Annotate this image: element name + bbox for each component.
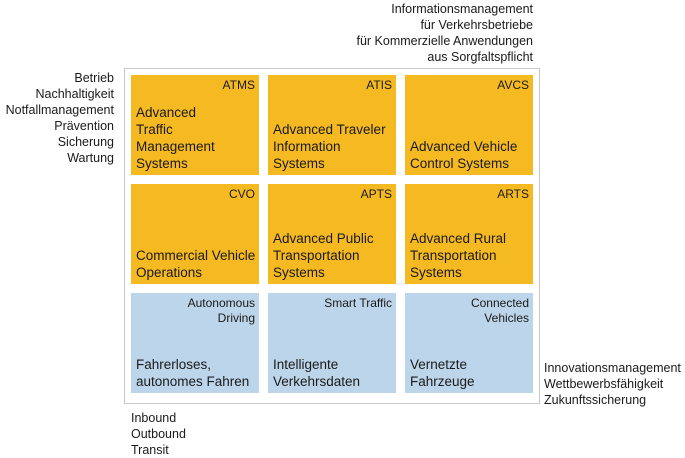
top-axis-line: aus Sorgfaltspflicht xyxy=(427,50,533,64)
right-axis-line: Wettbewerbsfähigkeit xyxy=(544,377,664,391)
top-axis-line: für Kommerzielle Anwendungen xyxy=(356,34,534,48)
tile-name-line: Fahrerloses, xyxy=(136,357,212,372)
right-axis-line: Innovationsmanagement xyxy=(544,361,681,375)
tile-abbreviation-line: ATIS xyxy=(366,78,392,92)
tile-abbreviation: Smart Traffic xyxy=(324,296,392,311)
top-axis-line: für Verkehrsbetriebe xyxy=(420,18,533,32)
tile-name-line: Information xyxy=(273,139,341,154)
left-axis-line: Wartung xyxy=(67,151,114,165)
tile-abbreviation: CVO xyxy=(229,187,255,202)
tile-abbreviation: AVCS xyxy=(497,78,529,93)
left-axis-line: Notfallmanagement xyxy=(5,103,114,117)
tile-name-line: Advanced Public xyxy=(273,231,374,246)
tile-name-line: Systems xyxy=(273,265,325,280)
left-axis-line: Prävention xyxy=(54,119,114,133)
tile-name-line: Management xyxy=(136,139,215,154)
tile-name-line: Systems xyxy=(410,265,462,280)
top-axis-label: Informationsmanagement für Verkehrsbetri… xyxy=(357,1,534,65)
tile-abbreviation-line: Vehicles xyxy=(484,311,529,325)
left-axis-label: Betrieb Nachhaltigkeit Notfallmanagement… xyxy=(6,70,114,166)
tile-abbreviation-line: APTS xyxy=(360,187,392,201)
tile-abbreviation-line: AVCS xyxy=(497,78,529,92)
left-axis-line: Sicherung xyxy=(57,135,114,149)
tile-name-line: Control Systems xyxy=(410,156,510,171)
bottom-axis-line: Outbound xyxy=(131,427,186,441)
tile-abbreviation-line: Connected xyxy=(470,296,529,310)
tile-abbreviation-line: ATMS xyxy=(222,78,255,92)
tile-name-line: Intelligente xyxy=(273,357,339,372)
tile-abbreviation: APTS xyxy=(361,187,392,202)
tile-name-line: Advanced Vehicle xyxy=(410,139,518,154)
tile-name-line: Systems xyxy=(136,156,188,171)
tile-name-line: Transportation xyxy=(273,248,360,263)
right-axis-line: Zukunftssicherung xyxy=(544,393,647,407)
tile-name-line: Transportation xyxy=(410,248,497,263)
tile-abbreviation: ARTS xyxy=(497,187,529,202)
top-axis-line: Informationsmanagement xyxy=(391,2,533,16)
tile-name-line: Systems xyxy=(273,156,325,171)
bottom-axis-line: Transit xyxy=(131,443,169,457)
tile-name-line: Verkehrsdaten xyxy=(273,374,361,389)
bottom-axis-label: Inbound Outbound Transit xyxy=(131,410,186,458)
tile-abbreviation: ATMS xyxy=(223,78,255,93)
tile-name-line: autonomes Fahren xyxy=(136,374,250,389)
tile-name-line: Advanced Rural xyxy=(410,231,507,246)
tile-name-line: Operations xyxy=(136,265,203,280)
tile-abbreviation-line: Smart Traffic xyxy=(324,296,392,310)
tile-name-line: Advanced xyxy=(136,105,197,120)
tile-abbreviation-line: CVO xyxy=(228,187,255,201)
left-axis-line: Betrieb xyxy=(74,71,114,85)
left-axis-line: Nachhaltigkeit xyxy=(35,87,114,101)
tile-name-line: Traffic xyxy=(136,122,173,137)
right-axis-label: Innovationsmanagement Wettbewerbsfähigke… xyxy=(544,360,681,408)
tile-name-line: Fahrzeuge xyxy=(410,374,475,389)
bottom-axis-line: Inbound xyxy=(131,411,177,425)
tile-name-line: Commercial Vehicle xyxy=(136,248,256,263)
tile-abbreviation-line: Driving xyxy=(217,311,255,325)
tile-name-line: Advanced Traveler xyxy=(273,122,386,137)
tile-abbreviation: ATIS xyxy=(366,78,392,93)
tile-name-line: Vernetzte xyxy=(410,357,468,372)
tile-abbreviation-line: ARTS xyxy=(497,187,529,201)
tile-name: Fahrerloses, autonomes Fahren xyxy=(136,356,249,390)
tile-abbreviation-line: Autonomous xyxy=(187,296,255,310)
